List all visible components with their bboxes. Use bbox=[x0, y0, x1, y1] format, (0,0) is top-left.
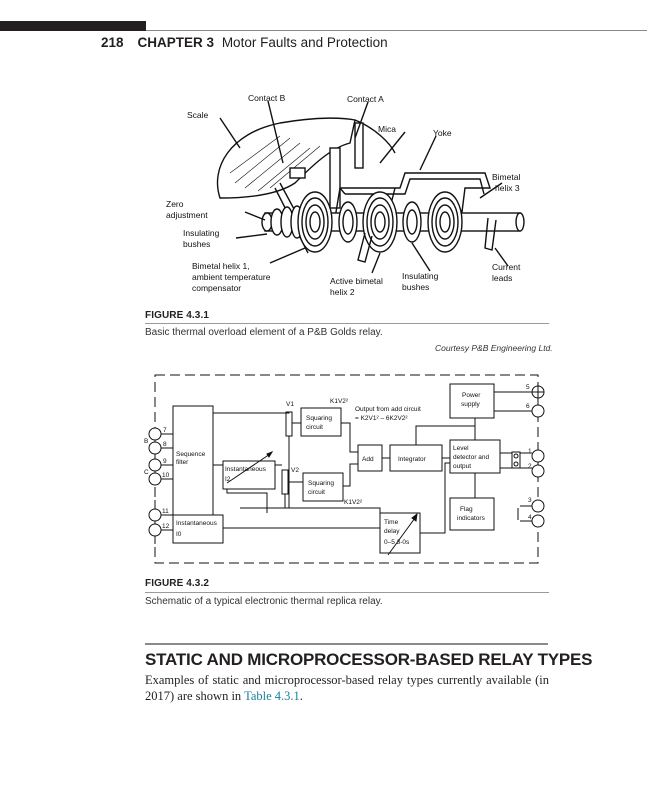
terminal-2: 2 bbox=[528, 463, 532, 470]
figure-4-3-1-courtesy: Courtesy P&B Engineering Ltd. bbox=[435, 343, 553, 353]
block-level-detector-line2: detector and bbox=[453, 454, 490, 461]
running-head: 218 CHAPTER 3 Motor Faults and Protection bbox=[101, 35, 388, 50]
terminal-1: 1 bbox=[528, 448, 532, 455]
label-contact-b: Contact B bbox=[248, 93, 286, 103]
chapter-title: Motor Faults and Protection bbox=[221, 35, 388, 50]
block-instantaneous-i0-line2: I0 bbox=[176, 531, 182, 538]
output-note-line2: = K2V1² – 6K2V2² bbox=[355, 415, 408, 422]
section-heading: STATIC AND MICROPROCESSOR-BASED RELAY TY… bbox=[145, 650, 593, 669]
block-level-detector-line3: output bbox=[453, 463, 471, 470]
label-insulating-bushes-right-line1: Insulating bbox=[402, 271, 439, 281]
label-yoke: Yoke bbox=[433, 128, 452, 138]
block-power-supply-line1: Power bbox=[462, 392, 481, 399]
page-number: 218 bbox=[101, 35, 124, 50]
figure-4-3-2-schematic: Sequence filter Instantaneous I2 Instant… bbox=[144, 374, 545, 564]
signal-k1v2-top: K1V2² bbox=[330, 398, 349, 405]
figure-4-3-2-rule bbox=[145, 592, 549, 593]
label-insulating-bushes-right-line2: bushes bbox=[402, 282, 429, 292]
figure-4-3-1-rule bbox=[145, 323, 549, 324]
block-level-detector-line1: Level bbox=[453, 445, 469, 452]
signal-k1v2-bottom: K1V2² bbox=[344, 499, 363, 506]
section-body: Examples of static and microprocessor-ba… bbox=[145, 672, 549, 704]
body-text-after-link: . bbox=[299, 689, 303, 703]
header-bar bbox=[0, 21, 146, 31]
terminal-4: 4 bbox=[528, 514, 532, 521]
body-text-before-link: Examples of static and microprocessor-ba… bbox=[145, 673, 549, 703]
block-squaring-top-line2: circuit bbox=[306, 424, 323, 431]
section-rule bbox=[145, 643, 548, 645]
terminal-11: 11 bbox=[162, 508, 169, 515]
signal-v2: V2 bbox=[291, 467, 299, 474]
label-helix-1-line1: Bimetal helix 1, bbox=[192, 261, 250, 271]
label-insulating-bushes-left-line1: Insulating bbox=[183, 228, 220, 238]
block-time-delay-line2: delay bbox=[384, 528, 400, 535]
label-helix-2-line2: helix 2 bbox=[330, 287, 355, 297]
block-flag-line1: Flag bbox=[460, 506, 473, 513]
block-instantaneous-i2-line1: Instantaneous bbox=[225, 466, 267, 473]
label-helix-2-line1: Active bimetal bbox=[330, 276, 383, 286]
figure-4-3-1-caption: Basic thermal overload element of a P&B … bbox=[145, 327, 383, 338]
block-squaring-bottom-line2: circuit bbox=[308, 489, 325, 496]
block-time-delay-line3: 0–5 3-0s bbox=[384, 539, 410, 546]
figure-4-3-1-label: FIGURE 4.3.1 bbox=[145, 310, 209, 321]
chapter-label: CHAPTER 3 bbox=[137, 35, 215, 50]
terminal-group-c: C bbox=[144, 469, 149, 476]
block-flag-line2: indicators bbox=[457, 515, 486, 522]
figure-4-3-2-caption: Schematic of a typical electronic therma… bbox=[145, 596, 383, 607]
label-bimetal-helix-3-line1: Bimetal bbox=[492, 172, 520, 182]
terminal-9: 9 bbox=[163, 458, 167, 465]
table-4-3-1-link[interactable]: Table 4.3.1 bbox=[244, 689, 300, 703]
label-bimetal-helix-3-line2: helix 3 bbox=[495, 183, 520, 193]
terminal-10: 10 bbox=[162, 472, 170, 479]
label-mica: Mica bbox=[378, 124, 396, 134]
block-squaring-bottom-line1: Squaring bbox=[308, 480, 334, 487]
terminal-group-b: B bbox=[144, 438, 148, 445]
label-insulating-bushes-left-line2: bushes bbox=[183, 239, 210, 249]
header-rule bbox=[146, 30, 647, 31]
figure-4-3-2-label: FIGURE 4.3.2 bbox=[145, 578, 209, 589]
label-current-leads-line2: leads bbox=[492, 273, 512, 283]
label-zero-adjustment-line1: Zero bbox=[166, 199, 184, 209]
block-integrator: Integrator bbox=[398, 456, 427, 463]
block-power-supply-line2: supply bbox=[461, 401, 481, 408]
block-add: Add bbox=[362, 456, 374, 463]
figure-4-3-1-illustration: Contact B Contact A Scale Mica Yoke Bime… bbox=[166, 93, 525, 297]
signal-v1: V1 bbox=[286, 401, 294, 408]
label-helix-1-line2: ambient temperature bbox=[192, 272, 271, 282]
terminal-5: 5 bbox=[526, 384, 530, 391]
label-current-leads-line1: Current bbox=[492, 262, 521, 272]
block-sequence-filter-line2: filter bbox=[176, 459, 189, 466]
block-time-delay-line1: Time bbox=[384, 519, 399, 526]
block-sequence-filter-line1: Sequence bbox=[176, 451, 206, 458]
label-contact-a: Contact A bbox=[347, 94, 384, 104]
block-squaring-top-line1: Squaring bbox=[306, 415, 332, 422]
terminal-8: 8 bbox=[163, 441, 167, 448]
terminal-6: 6 bbox=[526, 403, 530, 410]
terminal-7: 7 bbox=[163, 427, 167, 434]
label-zero-adjustment-line2: adjustment bbox=[166, 210, 208, 220]
block-instantaneous-i0-line1: Instantaneous bbox=[176, 520, 218, 527]
output-note-line1: Output from add circuit bbox=[355, 406, 421, 413]
label-helix-1-line3: compensator bbox=[192, 283, 241, 293]
block-instantaneous-i2-line2: I2 bbox=[225, 476, 231, 483]
terminal-3: 3 bbox=[528, 497, 532, 504]
label-scale: Scale bbox=[187, 110, 209, 120]
terminal-12: 12 bbox=[162, 523, 170, 530]
